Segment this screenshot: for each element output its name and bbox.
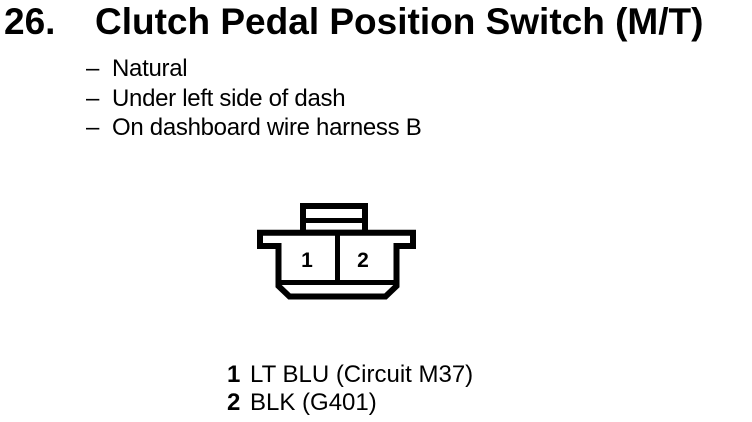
cavity-1-number: 1 xyxy=(301,249,313,272)
legend-wire-label: LT BLU (Circuit M37) xyxy=(250,361,474,388)
note-item: –Under left side of dash xyxy=(86,84,421,114)
dash-bullet: – xyxy=(86,84,100,112)
note-text: Under left side of dash xyxy=(112,84,346,112)
pin-legend: 1 LT BLU (Circuit M37) 2 BLK (G401) xyxy=(227,361,473,418)
legend-wire-label: BLK (G401) xyxy=(250,389,377,417)
section-number: 26. xyxy=(4,1,56,42)
note-text: Natural xyxy=(112,55,188,82)
page-title: Clutch Pedal Position Switch (M/T) xyxy=(95,1,704,42)
legend-pin-number: 1 xyxy=(227,361,241,388)
note-item: –Natural xyxy=(86,54,421,84)
cavity-2-number: 2 xyxy=(357,249,369,272)
note-item: –On dashboard wire harness B xyxy=(86,113,422,143)
legend-row: 2 BLK (G401) xyxy=(227,389,473,417)
note-text: On dashboard wire harness B xyxy=(112,114,422,142)
connector-diagram: 1 2 xyxy=(257,203,416,300)
dash-bullet: – xyxy=(86,114,100,142)
legend-row: 1 LT BLU (Circuit M37) xyxy=(227,361,473,389)
notes-list: –Natural –Under left side of dash –On da… xyxy=(86,54,422,143)
legend-pin-number: 2 xyxy=(227,389,241,417)
dash-bullet: – xyxy=(86,55,100,82)
